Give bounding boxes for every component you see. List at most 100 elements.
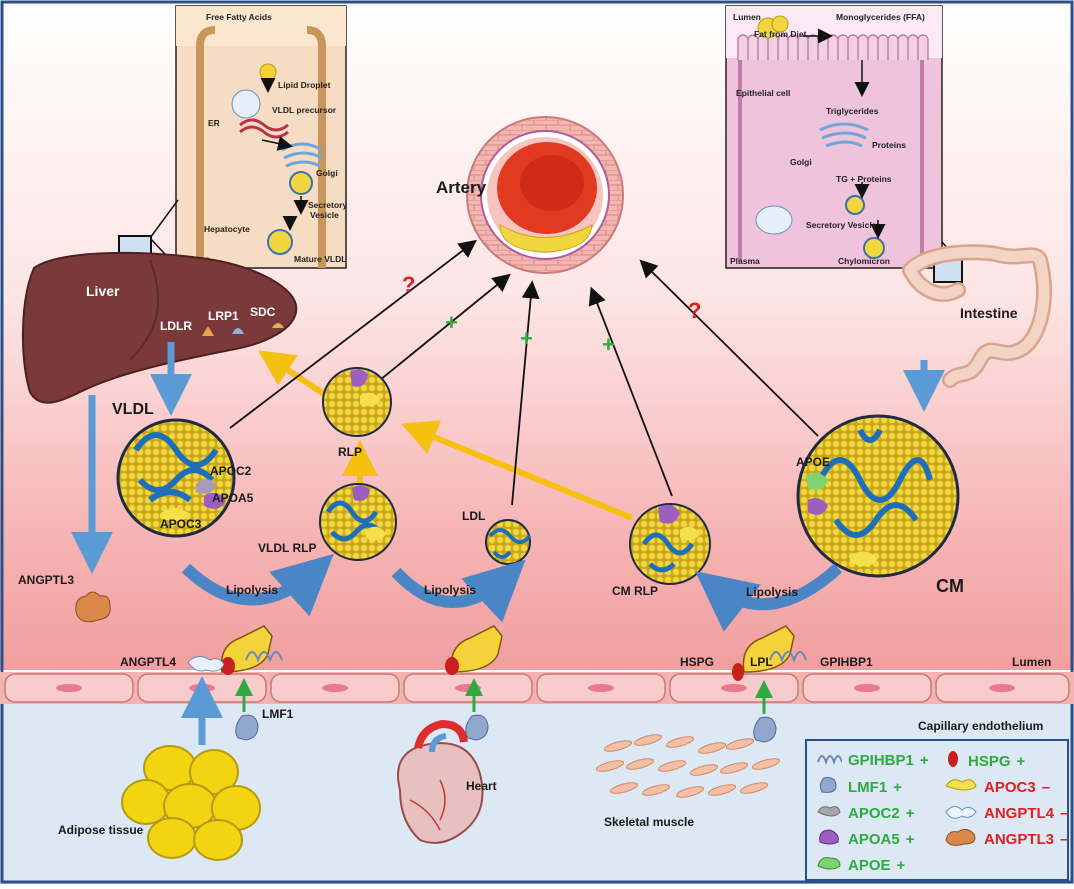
- label-golgi-intestine: Golgi: [790, 157, 812, 167]
- white-blob-icon: [944, 802, 978, 824]
- vldl-particle: [116, 418, 236, 538]
- hepatocyte-inset: Free Fatty Acids Lipid Droplet ER VLDL p…: [175, 5, 347, 269]
- label-free-fatty-acids: Free Fatty Acids: [206, 12, 272, 22]
- label-lipolysis-3: Lipolysis: [746, 585, 798, 599]
- label-lmf1: LMF1: [262, 707, 294, 721]
- yellow-blob-icon: [944, 776, 978, 798]
- legend-item-apoa5: APOA5 +: [816, 828, 914, 850]
- label-angptl4: ANGPTL4: [120, 655, 176, 669]
- label-intestine: Intestine: [960, 305, 1018, 321]
- label-er: ER: [208, 118, 220, 128]
- lipolysis-arrows: [181, 553, 843, 632]
- legend-sign: +: [905, 830, 915, 848]
- plus-ldl: +: [520, 326, 533, 351]
- legend-label: APOA5: [848, 830, 900, 848]
- purple-blob-icon: [816, 828, 842, 850]
- label-ldlr: LDLR: [160, 319, 192, 333]
- vldl-rlp-particle: [319, 483, 397, 561]
- chylomicron-particle: [863, 237, 885, 259]
- black-arrows: [229, 239, 819, 506]
- lpl-complex-heart: [445, 625, 503, 741]
- legend-label: APOC2: [848, 804, 900, 822]
- legend-sign: +: [919, 751, 929, 769]
- legend-item-lmf1: LMF1 +: [816, 776, 902, 798]
- label-golgi: Golgi: [316, 168, 338, 178]
- label-capillary-endothelium: Capillary endothelium: [918, 719, 1043, 733]
- lrp1-receptor-icon: [232, 328, 244, 334]
- legend-item-hspg: HSPG +: [944, 750, 1025, 772]
- legend-item-angptl4: ANGPTL4 –: [944, 802, 1068, 824]
- plus-cm-rlp: +: [602, 332, 615, 357]
- red-oval-icon: [944, 750, 962, 772]
- skeletal-muscle: [595, 734, 781, 798]
- label-skeletal-muscle: Skeletal muscle: [604, 815, 694, 829]
- legend-item-apoe: APOE +: [816, 854, 905, 876]
- label-gpihbp1: GPIHBP1: [820, 655, 873, 669]
- intestine-inset: Lumen Fat from Diet Monoglycerides (FFA)…: [725, 5, 943, 269]
- rlp-particle: [322, 367, 392, 437]
- intestine-organ: [902, 244, 1052, 388]
- label-lumen: Lumen: [1012, 655, 1051, 669]
- endothelium-layer: [0, 672, 1074, 704]
- label-fat-from-diet: Fat from Diet: [754, 29, 807, 39]
- label-lipid-droplet: Lipid Droplet: [278, 80, 331, 90]
- label-adipose-tissue: Adipose tissue: [58, 823, 144, 837]
- legend-sign: +: [905, 804, 915, 822]
- legend-sign: +: [1016, 752, 1026, 770]
- adipose-tissue: [121, 745, 261, 861]
- blue-arrows: [71, 342, 945, 745]
- legend-label: HSPG: [968, 752, 1011, 770]
- question-mark-cm: ?: [688, 298, 701, 323]
- label-apoa5: APOA5: [212, 491, 254, 505]
- yellow-arrows: [257, 350, 634, 521]
- legend-item-apoc2: APOC2 +: [816, 802, 914, 824]
- heart-organ: [397, 719, 484, 844]
- legend-sign: +: [893, 778, 902, 796]
- label-epithelial-cell: Epithelial cell: [736, 88, 790, 98]
- grey-blob-icon: [816, 802, 842, 824]
- legend-item-apoc3: APOC3 –: [944, 776, 1050, 798]
- label-proteins: Proteins: [872, 140, 906, 150]
- legend-label: ANGPTL4: [984, 804, 1055, 822]
- label-lumen: Lumen: [733, 12, 761, 22]
- label-angptl3: ANGPTL3: [18, 573, 74, 587]
- label-ldl: LDL: [462, 509, 485, 523]
- label-lipolysis-1: Lipolysis: [226, 583, 278, 597]
- er: [239, 118, 289, 132]
- label-chylomicron: Chylomicron: [838, 256, 890, 266]
- legend-sign: –: [1041, 778, 1051, 796]
- label-vesicle: Vesicle: [310, 210, 339, 220]
- ldl-particle: [485, 519, 532, 565]
- label-lrp1: LRP1: [208, 309, 239, 323]
- label-sdc: SDC: [250, 305, 276, 319]
- cm-particle: [796, 414, 960, 578]
- nucleus: [231, 89, 261, 119]
- label-mature-vldl: Mature VLDL: [294, 254, 346, 264]
- legend-label: ANGPTL3: [984, 830, 1055, 848]
- legend-item-gpihbp1: GPIHBP1 +: [816, 750, 929, 770]
- legend-sign: –: [1060, 804, 1069, 822]
- legend-label: APOC3: [984, 778, 1036, 796]
- legend-item-angptl3: ANGPTL3 –: [944, 828, 1068, 850]
- label-hepatocyte: Hepatocyte: [204, 224, 250, 234]
- angptl3-protein-icon: [75, 591, 111, 623]
- label-plasma-intestine: Plasma: [730, 256, 760, 266]
- brown-blob-icon: [944, 828, 978, 850]
- legend-label: APOE: [848, 856, 891, 874]
- golgi-stack: [819, 122, 869, 148]
- legend-label: GPIHBP1: [848, 751, 914, 769]
- artery-cross-section: [466, 116, 624, 274]
- mature-vldl-particle: [267, 229, 293, 255]
- label-apoc3: APOC3: [160, 517, 202, 531]
- label-hspg: HSPG: [680, 655, 714, 669]
- label-apoe: APOE: [796, 455, 830, 469]
- green-blob-icon: [816, 854, 842, 876]
- blue-blob-icon: [816, 776, 842, 798]
- label-triglycerides: Triglycerides: [826, 106, 879, 116]
- legend-label: LMF1: [848, 778, 888, 796]
- microvilli: [737, 34, 929, 60]
- plus-rlp: +: [445, 310, 458, 335]
- label-secretory: Secretory: [308, 200, 347, 210]
